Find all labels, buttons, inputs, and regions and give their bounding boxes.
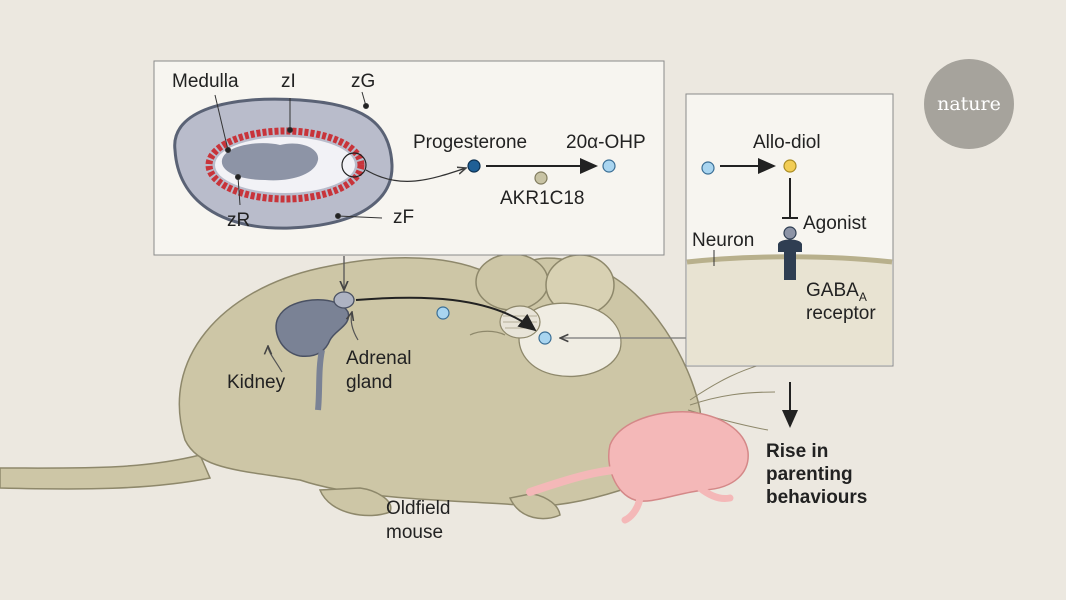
mouse-hind-foot [318, 487, 392, 517]
nature-logo: nature [924, 59, 1014, 149]
medulla-label: Medulla [172, 71, 239, 92]
agonist-inhibit-line [782, 178, 798, 219]
progesterone-label: Progesterone [413, 132, 528, 153]
mouse-front-foot [508, 493, 561, 520]
adrenal-label-line2: gland [346, 372, 393, 393]
mouse-tail [0, 454, 212, 490]
zf-label: zF [393, 207, 415, 228]
adrenal-label-line1: Adrenal [346, 348, 412, 369]
outcome-label-line2: parenting [766, 464, 853, 485]
kidney-pointer [268, 346, 283, 373]
mouse-label-line1: Oldfield [386, 498, 451, 519]
ohp-molecule-brain [538, 331, 552, 345]
neuron-cell-body [687, 256, 892, 365]
zi-label: zI [281, 71, 296, 92]
adrenal-to-brain-arrow [355, 296, 537, 332]
zg-label: zG [351, 71, 376, 92]
mouse-label-line2: mouse [386, 522, 444, 543]
ohp-label: 20α-OHP [566, 132, 646, 153]
allodiol-molecule [783, 159, 797, 173]
allodiol-label: Allo-diol [753, 132, 821, 153]
zona-to-pathway-arrow [365, 168, 466, 182]
adrenal-gland-organ [333, 291, 355, 309]
neuron-label: Neuron [692, 230, 755, 251]
zr-label: zR [227, 210, 251, 231]
nature-logo-text: nature [937, 93, 1001, 115]
gaba-main-text: GABA [806, 280, 859, 301]
kidney-label: Kidney [227, 372, 286, 393]
outcome-label-line3: behaviours [766, 487, 868, 508]
gaba-label: GABAA [806, 280, 867, 305]
mouse-pup [526, 411, 749, 524]
gaba-subscript: A [858, 289, 867, 304]
enzyme-molecule [534, 171, 548, 185]
adrenal-leader-lines [214, 91, 383, 219]
ohp-molecule-blood [436, 306, 450, 320]
adrenal-cross-section [173, 97, 394, 230]
ureter [315, 349, 325, 411]
ohp-molecule-neuron [701, 161, 715, 175]
adrenal-pointer [351, 312, 359, 341]
enzyme-label: AKR1C18 [500, 188, 585, 209]
progesterone-molecule [467, 159, 481, 173]
receptor-label: receptor [806, 303, 876, 324]
outcome-label-line1: Rise in [766, 441, 829, 462]
ohp-molecule-panel [602, 159, 616, 173]
agonist-label: Agonist [803, 213, 867, 234]
mouse-ear-back [475, 253, 549, 311]
gaba-a-receptor [778, 226, 802, 280]
